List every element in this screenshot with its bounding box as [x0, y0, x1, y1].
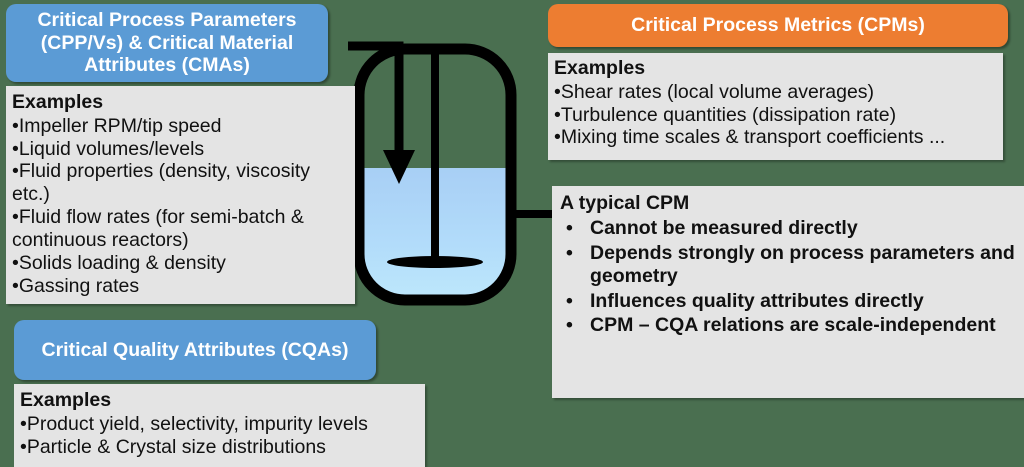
list-item: •Product yield, selectivity, impurity le…	[20, 412, 368, 435]
list-item: •Mixing time scales & transport coeffici…	[554, 126, 946, 149]
list-item: •Shear rates (local volume averages)	[554, 80, 875, 103]
typical-cpm-list: Cannot be measured directly Depends stro…	[560, 217, 1016, 337]
impeller-blade	[387, 256, 483, 268]
list-item: •Gassing rates	[12, 274, 140, 297]
list-item: Cannot be measured directly	[560, 217, 1016, 241]
list-item: Depends strongly on process parameters a…	[560, 242, 1016, 289]
list-item: •Particle & Crystal size distributions	[20, 435, 326, 458]
cqa-header-label: Critical Quality Attributes (CQAs)	[41, 338, 349, 361]
list-item: •Turbulence quantities (dissipation rate…	[554, 103, 897, 126]
list-item: •Fluid properties (density, viscosity et…	[12, 160, 310, 206]
list-item: •Fluid flow rates (for semi-batch & cont…	[12, 206, 304, 251]
cpp-cma-header: Critical Process Parameters (CPP/Vs) & C…	[6, 4, 328, 82]
cpp-cma-examples-panel: Examples •Impeller RPM/tip speed •Liquid…	[6, 86, 355, 304]
stirred-tank-reactor	[348, 41, 558, 306]
cpm-header: Critical Process Metrics (CPMs)	[548, 4, 1008, 47]
list-item: •Liquid volumes/levels	[12, 137, 205, 160]
typical-cpm-panel: A typical CPM Cannot be measured directl…	[552, 186, 1024, 398]
list-item: •Impeller RPM/tip speed	[12, 114, 222, 137]
cpm-examples-title: Examples	[554, 57, 646, 79]
list-item: •Solids loading & density	[12, 251, 226, 274]
feed-pipe	[348, 41, 404, 168]
cqa-examples-title: Examples	[20, 389, 112, 411]
cpm-examples-panel: Examples •Shear rates (local volume aver…	[548, 53, 1003, 160]
impeller-shaft	[431, 48, 439, 261]
cpm-connector-stub	[506, 210, 558, 218]
list-item: CPM – CQA relations are scale-independen…	[560, 314, 1016, 338]
cqa-header: Critical Quality Attributes (CQAs)	[14, 320, 376, 380]
cpm-examples-list: •Shear rates (local volume averages) •Tu…	[554, 81, 997, 149]
cpp-examples-title: Examples	[12, 91, 104, 113]
cpp-examples-list: •Impeller RPM/tip speed •Liquid volumes/…	[12, 115, 349, 298]
cpm-header-label: Critical Process Metrics (CPMs)	[631, 14, 925, 37]
typical-cpm-title: A typical CPM	[560, 192, 690, 214]
feed-arrow	[383, 150, 415, 184]
list-item: Influences quality attributes directly	[560, 290, 1016, 314]
cqa-examples-list: •Product yield, selectivity, impurity le…	[20, 413, 419, 459]
cqa-examples-panel: Examples •Product yield, selectivity, im…	[14, 384, 425, 467]
cpp-cma-header-label: Critical Process Parameters (CPP/Vs) & C…	[37, 9, 297, 77]
